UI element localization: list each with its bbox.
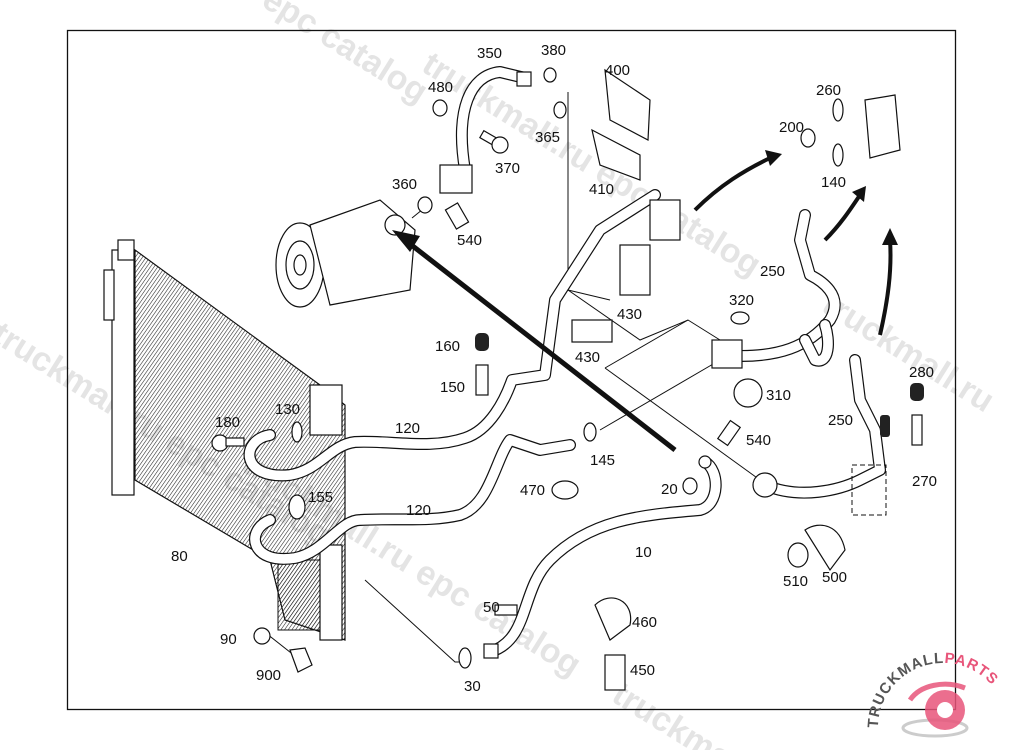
callout-150[interactable]: 150 <box>440 379 465 396</box>
callout-540[interactable]: 540 <box>457 232 482 249</box>
callout-430[interactable]: 430 <box>575 349 600 366</box>
callout-200[interactable]: 200 <box>779 119 804 136</box>
small-parts <box>211 67 924 691</box>
callout-90[interactable]: 90 <box>220 631 237 648</box>
callout-180[interactable]: 180 <box>215 414 240 431</box>
watermark-text: truckmall.ru <box>606 675 791 750</box>
callout-30[interactable]: 30 <box>464 678 481 695</box>
callout-270[interactable]: 270 <box>912 473 937 490</box>
diagram-frame <box>66 29 957 711</box>
callout-350[interactable]: 350 <box>477 45 502 62</box>
callout-310[interactable]: 310 <box>766 387 791 404</box>
callout-410[interactable]: 410 <box>589 181 614 198</box>
callout-280[interactable]: 280 <box>909 364 934 381</box>
callout-380[interactable]: 380 <box>541 42 566 59</box>
indicator-arrows <box>392 150 898 452</box>
compressor <box>275 199 416 308</box>
callout-430[interactable]: 430 <box>617 306 642 323</box>
callout-130[interactable]: 130 <box>275 401 300 418</box>
callout-labels: 10 20 30 50 80 90 120 120 130 140 145 15… <box>171 42 937 695</box>
callout-140[interactable]: 140 <box>821 174 846 191</box>
callout-50[interactable]: 50 <box>483 599 500 616</box>
callout-80[interactable]: 80 <box>171 548 188 565</box>
callout-120[interactable]: 120 <box>406 502 431 519</box>
callout-145[interactable]: 145 <box>590 452 615 469</box>
callout-540[interactable]: 540 <box>746 432 771 449</box>
callout-510[interactable]: 510 <box>783 573 808 590</box>
callout-155[interactable]: 155 <box>308 489 333 506</box>
callout-320[interactable]: 320 <box>729 292 754 309</box>
callout-160[interactable]: 160 <box>435 338 460 355</box>
callout-500[interactable]: 500 <box>822 569 847 586</box>
callout-360[interactable]: 360 <box>392 176 417 193</box>
watermark-text: epc catalog <box>256 0 435 111</box>
callout-900[interactable]: 900 <box>256 667 281 684</box>
callout-370[interactable]: 370 <box>495 160 520 177</box>
callout-250[interactable]: 250 <box>760 263 785 280</box>
callout-460[interactable]: 460 <box>632 614 657 631</box>
callout-20[interactable]: 20 <box>661 481 678 498</box>
callout-120[interactable]: 120 <box>395 420 420 437</box>
watermark-text: truckmall.ru <box>816 285 1001 420</box>
hoses <box>243 66 887 659</box>
callout-480[interactable]: 480 <box>428 79 453 96</box>
callout-450[interactable]: 450 <box>630 662 655 679</box>
callout-400[interactable]: 400 <box>605 62 630 79</box>
callout-10[interactable]: 10 <box>635 544 652 561</box>
callout-365[interactable]: 365 <box>535 129 560 146</box>
callout-260[interactable]: 260 <box>816 82 841 99</box>
callout-470[interactable]: 470 <box>520 482 545 499</box>
callout-250[interactable]: 250 <box>828 412 853 429</box>
truckmallparts-logo: TRUCKMALLPARTS <box>865 650 1001 738</box>
